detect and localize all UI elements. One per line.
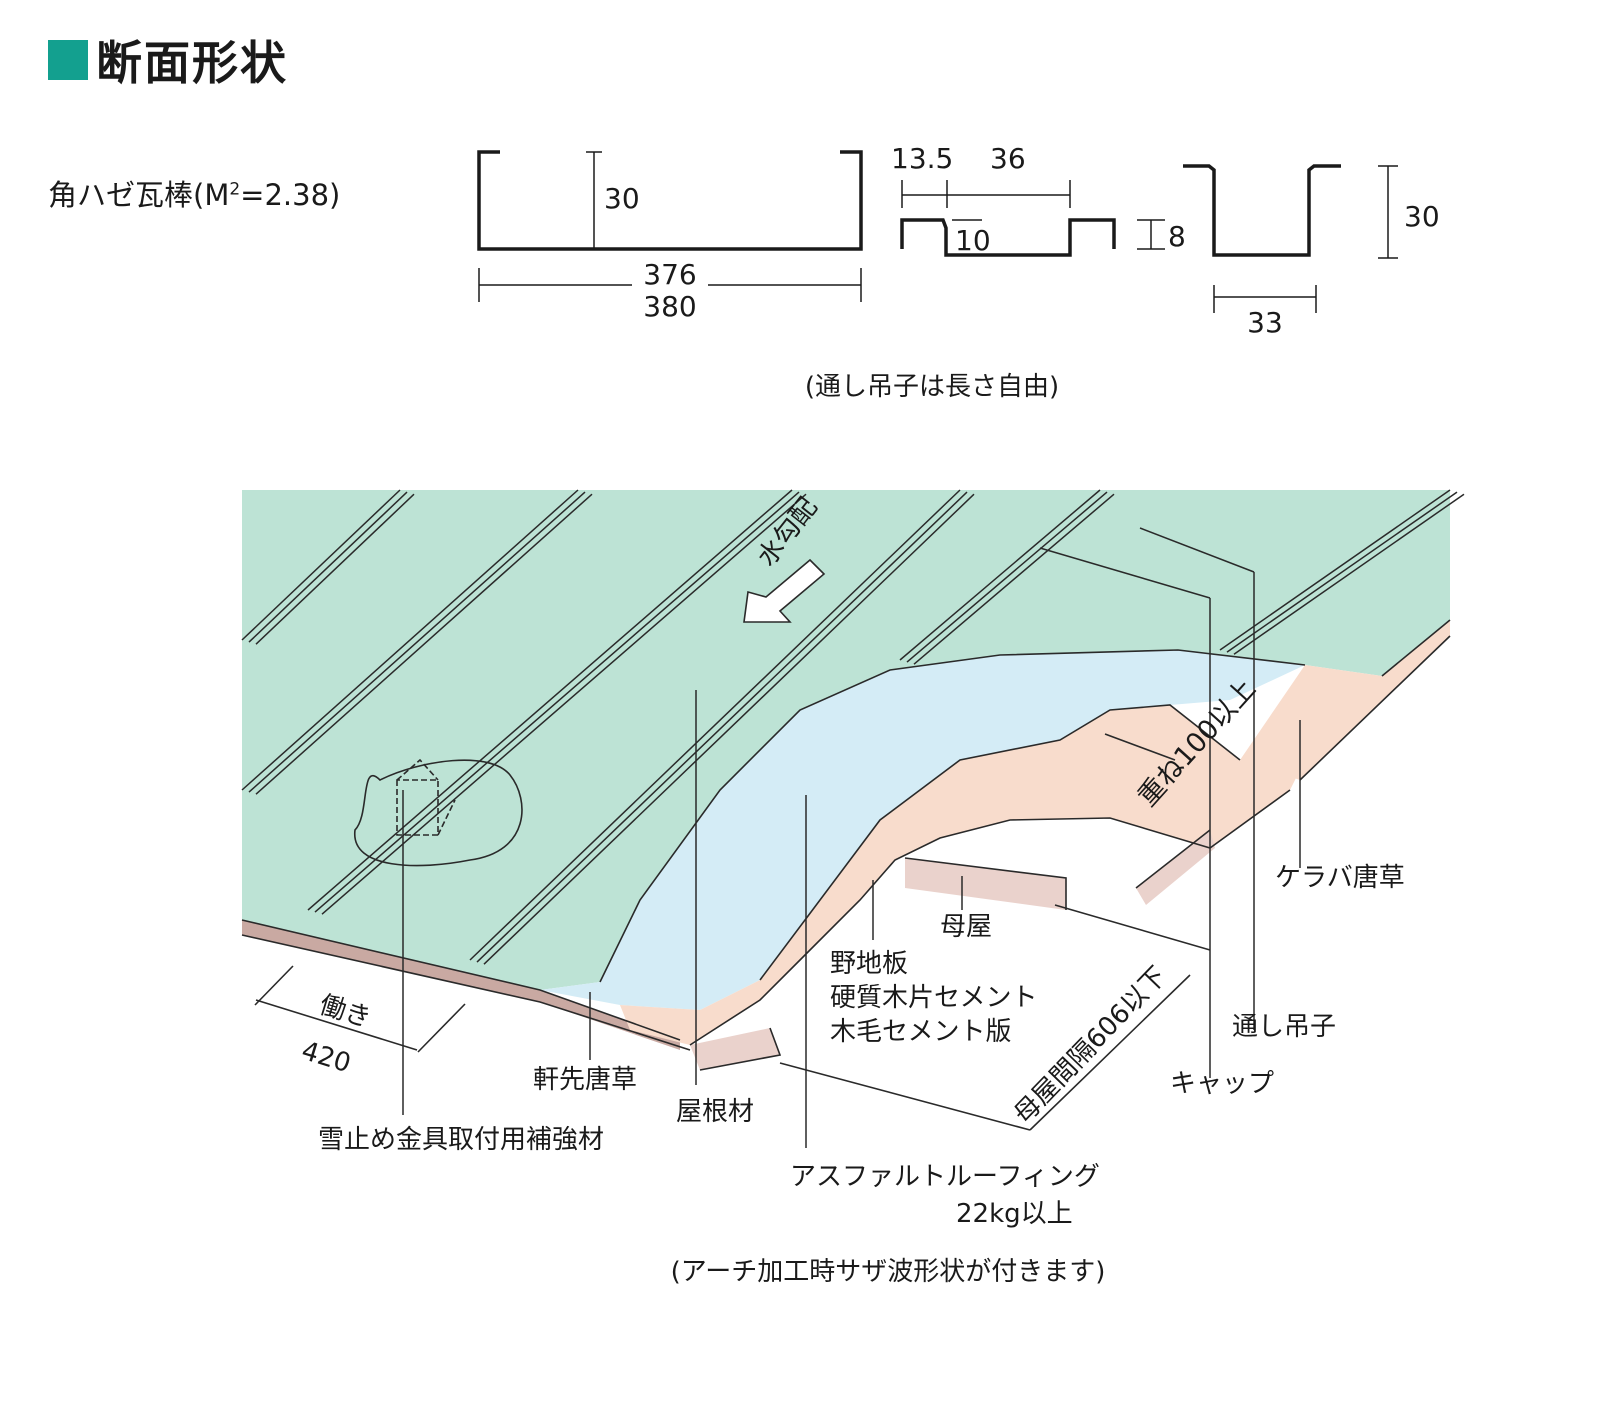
eave-label: 軒先唐草: [533, 1065, 637, 1095]
sheathing-board-area: [620, 705, 1300, 1045]
channel-height-label: 30: [604, 182, 640, 215]
panel-rib-line: [476, 491, 968, 963]
product-name-text: 角ハゼ瓦棒(M: [48, 178, 230, 212]
panel-rib-line: [899, 489, 1101, 661]
product-name: 角ハゼ瓦棒(M2=2.38): [48, 172, 340, 214]
seam-height-label: 8: [1168, 220, 1186, 253]
clip-label: 通し吊子: [1232, 1012, 1336, 1042]
panel-rib-line: [1233, 493, 1465, 655]
channel-outer-width-label: 380: [643, 290, 696, 323]
outline-layer: [241, 558, 1451, 1131]
product-name-value: =2.38): [240, 178, 341, 212]
channel-profile: [477, 150, 863, 302]
width-label: 働き: [316, 990, 375, 1034]
verge-board-strip: [1240, 620, 1450, 780]
cap-width-label: 33: [1247, 306, 1283, 339]
board-label-3: 木毛セメント版: [830, 1017, 1011, 1047]
asphalt-label-1: アスファルトルーフィング: [790, 1162, 1100, 1192]
panel-rib-line: [469, 489, 961, 961]
width-value: 420: [298, 1036, 354, 1079]
asphalt-felt-area: [540, 650, 1305, 1010]
cap-label: キャップ: [1170, 1069, 1274, 1099]
cross-section-diagram: 30 376 380 13.5 36 10 8 30: [477, 142, 1440, 402]
panel-rib-line: [248, 491, 586, 793]
panel-rib-line: [248, 491, 408, 643]
panel-rib-line: [483, 493, 975, 965]
seam-width-a-label: 13.5: [891, 142, 953, 175]
panel-rib-line: [314, 491, 800, 913]
cap-profile: [1183, 164, 1398, 313]
arch-note: (アーチ加工時サザ波形状が付きます): [671, 1257, 1106, 1287]
purlin-label: 母屋: [940, 912, 992, 942]
snow-stop-label: 雪止め金具取付用補強材: [318, 1125, 604, 1155]
heading-square-icon: [48, 40, 88, 80]
seam-width-c-label: 10: [955, 224, 991, 257]
seam-profile: [900, 180, 1165, 257]
cap-height-label: 30: [1404, 200, 1440, 233]
rib-layer: [241, 489, 1465, 965]
asphalt-label-2: 22kg以上: [956, 1199, 1073, 1229]
panel-rib-line: [1226, 491, 1458, 653]
roof-sheet-area: [242, 490, 1450, 990]
panel-rib-line: [913, 493, 1115, 665]
board-label-1: 野地板: [830, 949, 908, 979]
leader-layer: [402, 527, 1301, 1148]
panel-rib-line: [241, 489, 579, 791]
panel-rib-line: [307, 489, 793, 911]
purlin-shape: [690, 1028, 780, 1070]
panel-rib-line: [1219, 489, 1451, 651]
channel-inner-width-label: 376: [643, 258, 696, 291]
product-name-exponent: 2: [229, 179, 241, 200]
panel-rib-line: [906, 491, 1108, 663]
panel-rib-line: [241, 489, 401, 641]
eave-edge-strip: [242, 920, 680, 1050]
panel-rib-line: [255, 493, 593, 795]
heading-title: 断面形状: [96, 36, 288, 90]
board-label-2: 硬質木片セメント: [830, 983, 1037, 1013]
purlin-shape: [905, 858, 1066, 910]
roofing-label: 屋根材: [676, 1097, 754, 1127]
clip-length-note: (通し吊子は長さ自由): [805, 372, 1059, 402]
panel-rib-line: [255, 493, 415, 645]
purlin-shape: [1136, 830, 1215, 905]
seam-width-b-label: 36: [990, 142, 1026, 175]
section-heading: 断面形状: [48, 30, 288, 90]
verge-label: ケラバ唐草: [1275, 863, 1405, 893]
